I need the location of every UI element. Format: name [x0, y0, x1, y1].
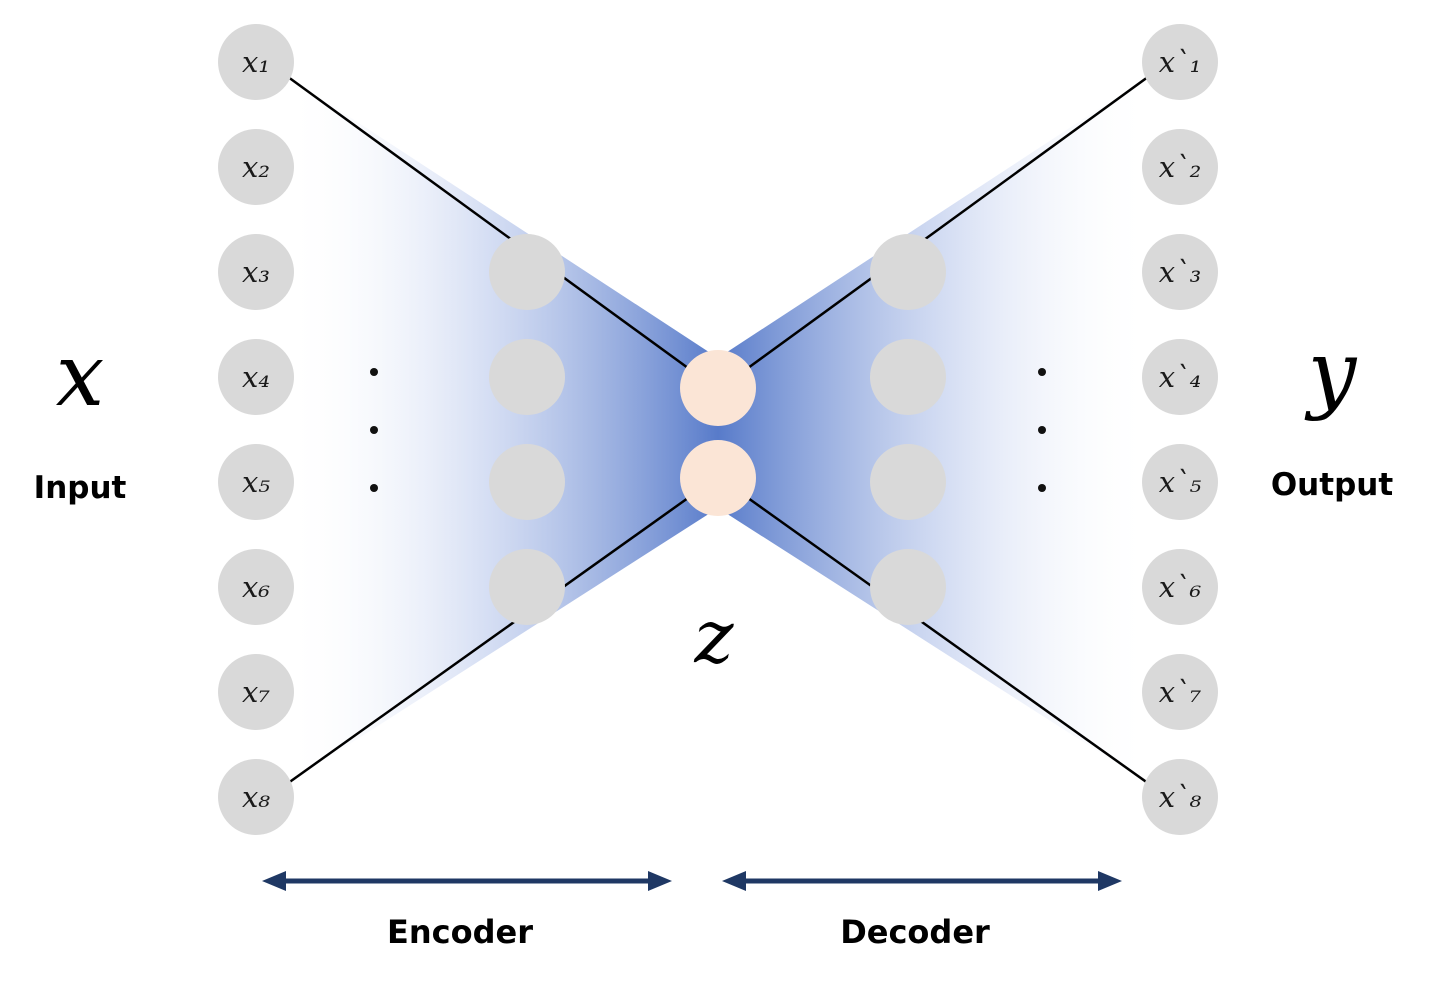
edge-x8-latent [283, 496, 689, 788]
decoder-hidden-node [870, 234, 946, 310]
ellipsis-dot [370, 484, 378, 492]
output-node [1142, 24, 1218, 100]
decoder-arrow-head-left [722, 871, 746, 891]
ellipsis-dot [1038, 368, 1046, 376]
input-node-label: x₂ [242, 150, 270, 184]
input-node-label: x₆ [242, 570, 270, 604]
encoder-hidden-node [489, 444, 565, 520]
ellipsis-dot [370, 368, 378, 376]
input-node [218, 234, 294, 310]
input-symbol: x [56, 326, 105, 426]
output-node [1142, 234, 1218, 310]
output-node [1142, 444, 1218, 520]
input-node [218, 24, 294, 100]
output-node [1142, 759, 1218, 835]
input-node [218, 549, 294, 625]
latent-symbol: z [694, 594, 735, 680]
edge-latent-y1 [747, 72, 1153, 370]
encoder-funnel [284, 74, 718, 786]
decoder-funnel [718, 74, 1152, 786]
encoder-hidden-node [489, 339, 565, 415]
input-node-label: x₄ [242, 360, 270, 394]
input-node [218, 759, 294, 835]
output-node-label: x`₁ [1159, 45, 1201, 79]
output-node-label: x`₈ [1159, 780, 1202, 814]
latent-layer [680, 350, 756, 516]
input-node [218, 444, 294, 520]
output-node-label: x`₆ [1159, 570, 1202, 604]
input-node [218, 129, 294, 205]
input-layer: x₁ x₂ x₃ x₄ x₅ x₆ x₇ x₈ [218, 24, 294, 835]
output-node [1142, 549, 1218, 625]
output-node-label: x`₅ [1159, 465, 1202, 499]
decoder-hidden-node [870, 339, 946, 415]
encoder-arrow-head-left [262, 871, 286, 891]
input-node [218, 339, 294, 415]
latent-node [680, 440, 756, 516]
input-node-label: x₈ [242, 780, 270, 814]
decoder-arrow [722, 871, 1122, 891]
output-caption: Output [1271, 467, 1394, 503]
output-node [1142, 654, 1218, 730]
output-node-label: x`₂ [1159, 150, 1201, 184]
decoder-hidden-layer [870, 234, 946, 625]
edge-x1-latent [283, 72, 689, 370]
encoder-hidden-node [489, 549, 565, 625]
input-caption: Input [34, 470, 127, 506]
encoder-hidden-node [489, 234, 565, 310]
input-node [218, 654, 294, 730]
output-node-label: x`₇ [1159, 675, 1202, 709]
input-node-label: x₇ [242, 675, 270, 709]
output-node [1142, 339, 1218, 415]
output-layer: x`₁ x`₂ x`₃ x`₄ x`₅ x`₆ x`₇ x`₈ [1142, 24, 1218, 835]
input-node-label: x₁ [242, 45, 270, 79]
ellipsis-dot [1038, 426, 1046, 434]
decoder-hidden-node [870, 549, 946, 625]
input-ellipsis [370, 368, 378, 492]
ellipsis-dot [370, 426, 378, 434]
encoder-hidden-layer [489, 234, 565, 625]
decoder-hidden-node [870, 444, 946, 520]
encoder-arrow-head-right [648, 871, 672, 891]
ellipsis-dot [1038, 484, 1046, 492]
output-ellipsis [1038, 368, 1046, 492]
output-node-label: x`₃ [1159, 255, 1201, 289]
output-symbol: y [1304, 323, 1358, 423]
decoder-label: Decoder [840, 913, 990, 951]
edge-latent-y8 [747, 496, 1153, 788]
output-node [1142, 129, 1218, 205]
encoder-label: Encoder [387, 913, 533, 951]
input-node-label: x₃ [242, 255, 270, 289]
input-node-label: x₅ [242, 465, 270, 499]
output-node-label: x`₄ [1159, 360, 1201, 394]
encoder-arrow [262, 871, 672, 891]
decoder-arrow-head-right [1098, 871, 1122, 891]
latent-node [680, 350, 756, 426]
